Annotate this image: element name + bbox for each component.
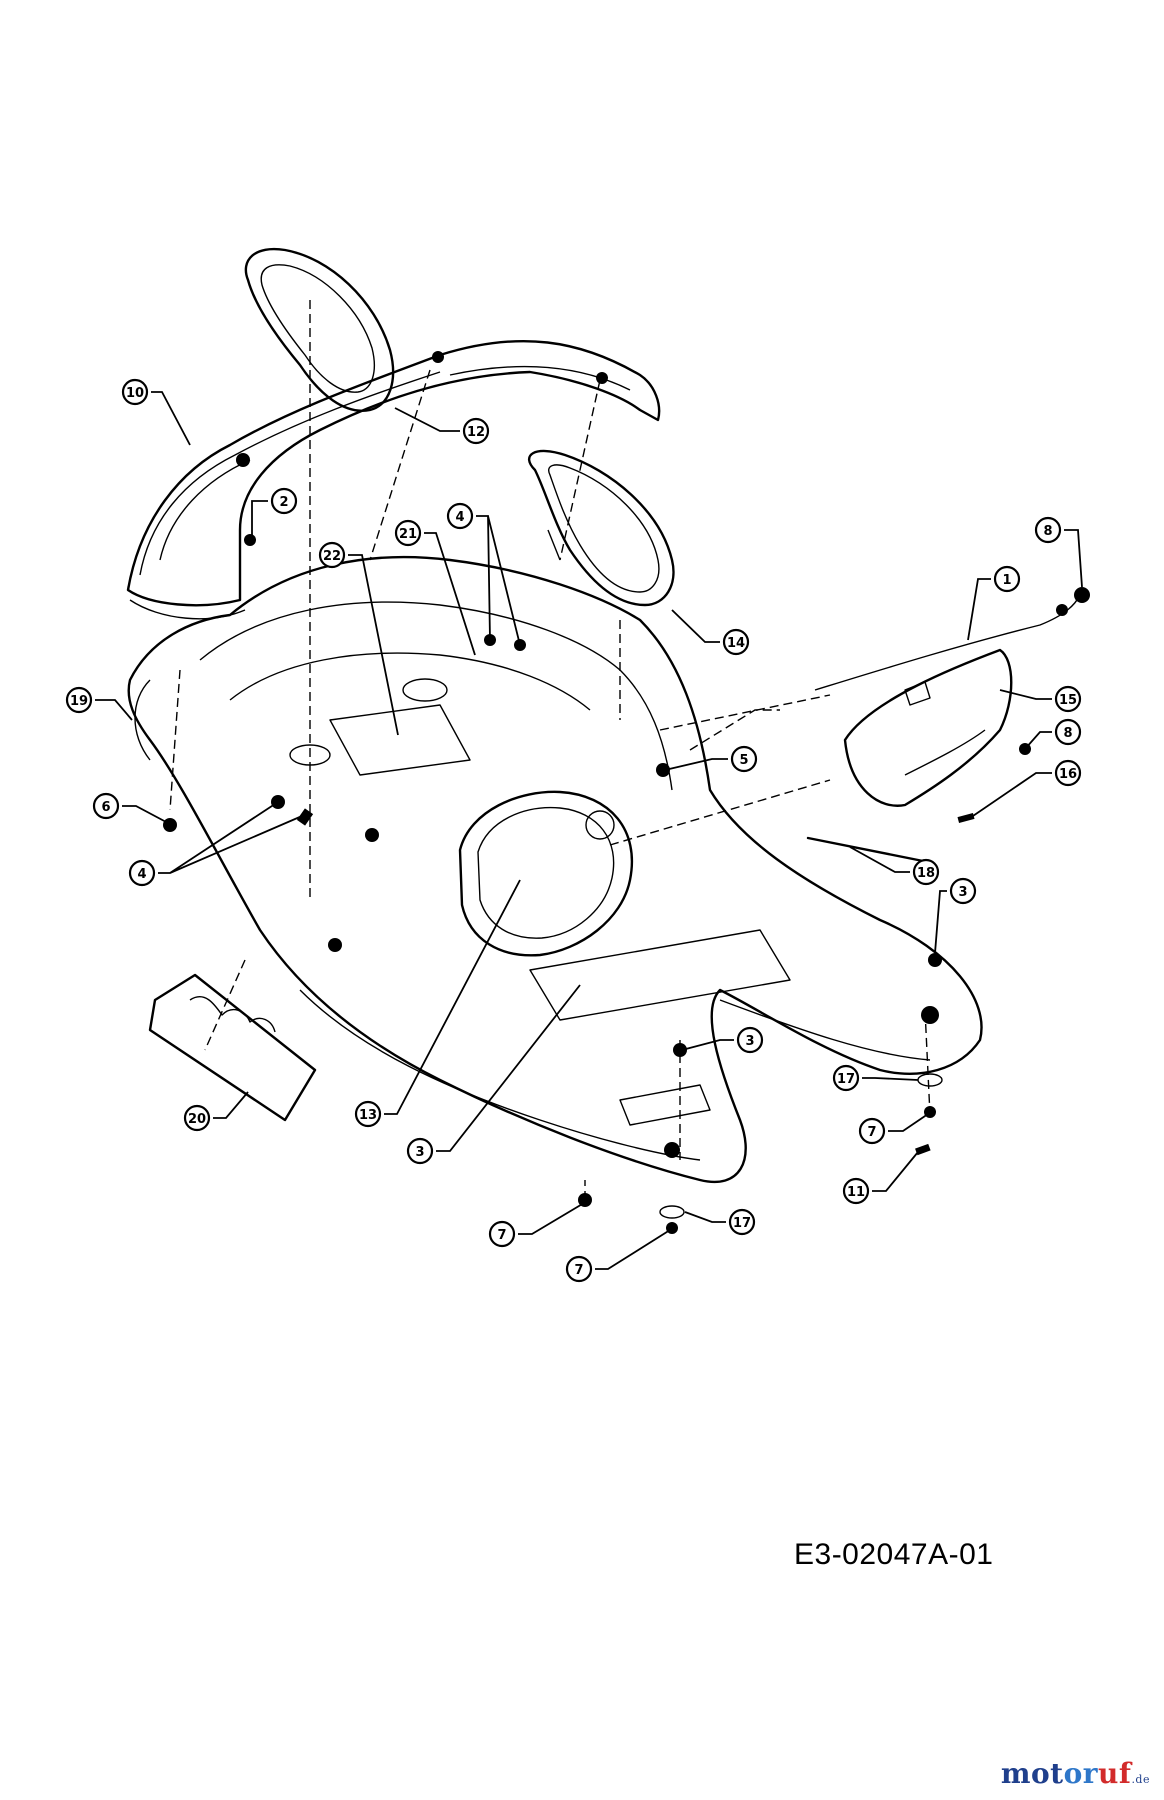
callout-19: 19 bbox=[65, 686, 133, 721]
svg-text:6: 6 bbox=[101, 800, 110, 815]
svg-text:13: 13 bbox=[359, 1108, 377, 1123]
callout-16: 16 bbox=[969, 759, 1082, 819]
callout-7-lowest: 7 bbox=[565, 1229, 671, 1283]
svg-text:16: 16 bbox=[1059, 767, 1077, 782]
svg-text:7: 7 bbox=[497, 1228, 506, 1243]
svg-text:17: 17 bbox=[837, 1072, 855, 1087]
callout-11: 11 bbox=[842, 1151, 919, 1205]
svg-text:3: 3 bbox=[745, 1034, 754, 1049]
svg-text:3: 3 bbox=[958, 885, 967, 900]
svg-text:2: 2 bbox=[279, 495, 288, 510]
callout-10: 10 bbox=[121, 378, 191, 446]
callout-15: 15 bbox=[999, 685, 1082, 713]
callout-20: 20 bbox=[183, 1091, 249, 1132]
svg-text:12: 12 bbox=[467, 425, 485, 440]
svg-text:4: 4 bbox=[137, 867, 146, 882]
svg-text:11: 11 bbox=[847, 1185, 865, 1200]
callout-8-top: 8 bbox=[1034, 516, 1083, 588]
svg-text:8: 8 bbox=[1063, 726, 1072, 741]
svg-text:19: 19 bbox=[70, 694, 88, 709]
callout-3-center: 3 bbox=[681, 1026, 764, 1054]
callout-17-right: 17 bbox=[832, 1064, 919, 1092]
svg-text:7: 7 bbox=[867, 1125, 876, 1140]
svg-text:18: 18 bbox=[917, 866, 935, 881]
callout-14: 14 bbox=[671, 609, 750, 656]
callout-13: 13 bbox=[354, 879, 521, 1128]
drawing-code: E3-02047A-01 bbox=[794, 1538, 994, 1571]
svg-text:14: 14 bbox=[727, 636, 745, 651]
wire-harness-part bbox=[814, 587, 1090, 691]
callout-1: 1 bbox=[967, 565, 1021, 641]
callout-21: 21 bbox=[394, 519, 476, 656]
callout-17-bottom: 17 bbox=[684, 1208, 756, 1236]
callout-12: 12 bbox=[394, 407, 490, 445]
rear-fender-part bbox=[126, 339, 661, 620]
callout-4-top: 4 bbox=[446, 502, 521, 646]
motoruf-watermark-logo: motoruf.de bbox=[1000, 1757, 1150, 1790]
svg-text:21: 21 bbox=[399, 527, 417, 542]
step-plate-part bbox=[148, 973, 317, 1122]
callout-7-bottom: 7 bbox=[488, 1202, 585, 1248]
svg-text:3: 3 bbox=[415, 1145, 424, 1160]
right-cover-part bbox=[528, 449, 675, 607]
cable-part bbox=[134, 679, 151, 761]
callout-6: 6 bbox=[92, 792, 169, 824]
svg-text:5: 5 bbox=[739, 753, 748, 768]
callout-3-right: 3 bbox=[934, 877, 977, 954]
svg-text:1: 1 bbox=[1002, 573, 1011, 588]
callout-3-lower: 3 bbox=[406, 984, 581, 1165]
seat-pad-part bbox=[843, 648, 1013, 807]
left-cover-part bbox=[244, 247, 395, 412]
svg-text:8: 8 bbox=[1043, 524, 1052, 539]
callout-7-right: 7 bbox=[858, 1113, 929, 1145]
callout-5: 5 bbox=[664, 745, 758, 773]
callout-2: 2 bbox=[251, 487, 298, 540]
svg-text:7: 7 bbox=[574, 1263, 583, 1278]
svg-text:15: 15 bbox=[1059, 693, 1077, 708]
rod-part bbox=[806, 836, 930, 864]
hardware-bits bbox=[163, 534, 1031, 1234]
callout-4-left: 4 bbox=[128, 801, 303, 887]
svg-text:10: 10 bbox=[126, 386, 144, 401]
svg-text:17: 17 bbox=[733, 1216, 751, 1231]
svg-text:4: 4 bbox=[455, 510, 464, 525]
svg-text:20: 20 bbox=[188, 1112, 206, 1127]
callout-18: 18 bbox=[849, 846, 940, 886]
assembly-lines bbox=[169, 300, 931, 1200]
svg-text:22: 22 bbox=[323, 549, 341, 564]
callout-22: 22 bbox=[318, 541, 399, 736]
callout-8-mid: 8 bbox=[1024, 718, 1082, 750]
